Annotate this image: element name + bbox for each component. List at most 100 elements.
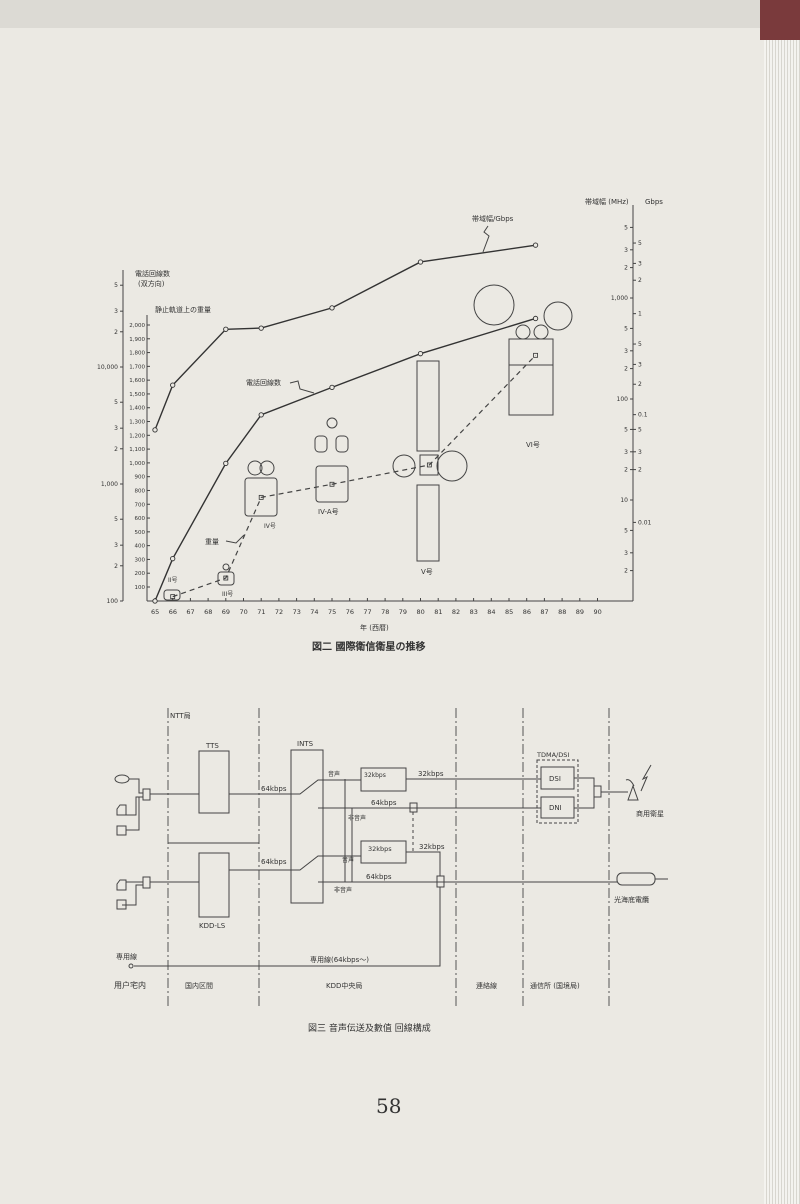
label-64kbps: 64kbps: [261, 785, 287, 793]
x-tick-label: 80: [417, 608, 425, 616]
weight-tick-label: 1,500: [129, 392, 145, 398]
weight-axis-title: 静止軌道上の重量: [155, 305, 211, 314]
data-point: [426, 462, 432, 468]
data-point: [532, 242, 539, 248]
data-point: [223, 460, 229, 467]
satellite-iva-icon: [314, 417, 349, 503]
right-tick-label: 5: [624, 426, 628, 433]
label-bandwidth-leader: [482, 225, 490, 253]
right-tick-label: 2: [624, 568, 628, 575]
data-point: [152, 598, 158, 604]
left-tick-label: 100: [107, 598, 119, 605]
label-cable: 光海底電纜: [614, 895, 649, 904]
left-tick-label: 5: [114, 516, 118, 523]
label-tdma: TDMA/DSI: [536, 751, 569, 759]
tdma-dsi-box: [536, 759, 579, 824]
right-axis-title: 帯域幅 (MHz): [585, 197, 629, 206]
left-axis-title: 電話回線数: [135, 269, 170, 278]
weight-tick-label: 600: [135, 516, 146, 522]
label-32kbps-box: 32kbps: [364, 772, 386, 779]
left-tick-label: 3: [114, 425, 118, 432]
x-tick-label: 81: [434, 608, 442, 616]
x-tick-label: 78: [381, 608, 389, 616]
page-top-shadow: [0, 0, 768, 28]
data-point: [152, 427, 158, 433]
satellite-iva-label: IV-A号: [318, 508, 339, 516]
label-32kbps: 32kbps: [419, 843, 445, 851]
label-64kbps: 64kbps: [371, 799, 397, 807]
label-32kbps-box: 32kbps: [368, 845, 392, 853]
label-circuits-leader: [289, 380, 315, 394]
x-tick-label: 90: [594, 608, 602, 616]
left-tick-label: 5: [114, 399, 118, 406]
right-tick-label: 100: [617, 396, 629, 403]
right-tick-label: 10: [620, 497, 628, 504]
gbps-tick-label: 0.01: [638, 519, 652, 526]
weight-tick-label: 900: [135, 475, 146, 481]
series-line-3: [172, 354, 536, 598]
x-tick-label: 66: [169, 608, 177, 616]
weight-tick-label: 1,700: [129, 364, 145, 370]
gbps-tick-label: 5: [638, 341, 642, 348]
gbps-tick-label: 3: [638, 361, 642, 368]
weight-tick-label: 1,900: [129, 337, 145, 343]
x-tick-label: 86: [523, 608, 531, 616]
x-tick-label: 67: [186, 608, 194, 616]
label-voice: 音声: [342, 856, 354, 864]
section-label: 通信所 (国境局): [530, 981, 580, 990]
label-dsi: DSI: [549, 775, 561, 783]
telephone-icon: [114, 774, 130, 784]
chart-axes: [122, 205, 634, 602]
left-tick-label: 2: [114, 329, 118, 336]
terminal-icon: [116, 825, 127, 836]
user-mux-1: [142, 788, 151, 801]
satellite-ii-label: II号: [168, 577, 178, 584]
x-tick-label: 84: [487, 608, 495, 616]
data-point: [223, 575, 229, 581]
right-tick-label: 5: [624, 527, 628, 534]
left-tick-label: 3: [114, 308, 118, 315]
right-tick-label: 5: [624, 224, 628, 231]
right-tick-label: 3: [624, 550, 628, 557]
weight-tick-label: 1,000: [129, 461, 145, 467]
label-non-voice: 非音声: [348, 814, 366, 822]
x-axis-title: 年 (西暦): [360, 623, 389, 632]
x-tick-label: 73: [293, 608, 301, 616]
gbps-tick-label: 3: [638, 449, 642, 456]
x-tick-label: 72: [275, 608, 283, 616]
right-tick-label: 3: [624, 247, 628, 254]
gbps-tick-label: 1: [638, 311, 642, 318]
weight-tick-label: 1,600: [129, 378, 145, 384]
label-weight: 重量: [205, 538, 219, 546]
right-tick-label: 1,000: [611, 295, 628, 302]
weight-tick-label: 800: [135, 488, 146, 494]
x-tick-label: 79: [399, 608, 407, 616]
weight-tick-label: 200: [135, 571, 146, 577]
antenna-icon: [625, 779, 639, 801]
satellite-iv-icon: [244, 460, 278, 517]
satellite-iii-icon: [217, 563, 235, 586]
label-private-line-rate: 専用線(64kbps～): [310, 955, 369, 964]
gbps-tick-label: 2: [638, 381, 642, 388]
label-voice: 音声: [328, 770, 340, 778]
section-label: KDD中央局: [326, 981, 362, 990]
label-ints: INTS: [297, 740, 314, 748]
data-point: [170, 594, 176, 600]
x-tick-label: 89: [576, 608, 584, 616]
figure-2-caption: 図二 國際衛信衛星の推移: [312, 640, 425, 653]
data-point: [329, 305, 335, 311]
signal-lines: [122, 777, 668, 969]
weight-tick-label: 300: [135, 557, 146, 563]
left-tick-label: 5: [114, 282, 118, 289]
page-number: 58: [376, 1094, 402, 1118]
fax-icon: [116, 879, 127, 891]
x-tick-label: 85: [505, 608, 513, 616]
satellite-vi-label: VI号: [526, 441, 540, 449]
data-point: [223, 326, 229, 332]
weight-tick-label: 2,000: [129, 323, 145, 329]
data-point: [329, 481, 335, 487]
x-tick-label: 82: [452, 608, 460, 616]
label-32kbps: 32kbps: [418, 770, 444, 778]
